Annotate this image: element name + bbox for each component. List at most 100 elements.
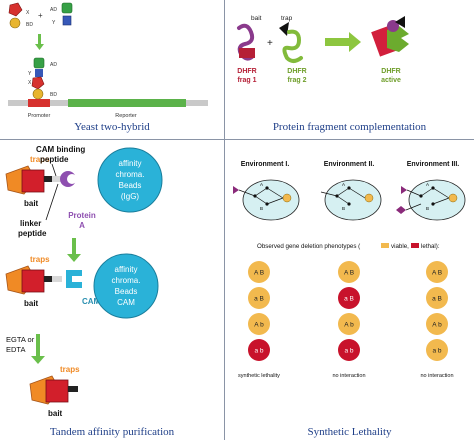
svg-text:Beads: Beads [119, 181, 142, 190]
svg-text:traps: traps [60, 365, 80, 374]
env3-cell-label-3: a b [432, 348, 441, 355]
svg-text:CAM: CAM [117, 298, 135, 307]
legend-viable-swatch [381, 243, 389, 248]
env3-cell-3-viable [426, 339, 448, 361]
bd-label: BD [26, 22, 33, 28]
tap-complex-1 [5, 165, 77, 195]
env1-cell-0-viable [248, 261, 270, 283]
reporter-region [68, 99, 186, 107]
env3-cell-2-viable [426, 313, 448, 335]
env3-result: no interaction [420, 373, 453, 379]
affinity-bead-cam [93, 253, 159, 319]
env2-cell-0-viable [338, 261, 360, 283]
env1-cell-2-viable [248, 313, 270, 335]
trap-label: trap [281, 15, 293, 22]
phenotype-cells: A Ba BA ba bA Ba BA ba bA Ba BA ba b [248, 261, 448, 361]
arrow-down-icon [67, 254, 81, 262]
bait-label-1: bait [24, 199, 39, 208]
traps-label-1: traps [30, 155, 50, 164]
env2-cell-label-3: a b [344, 348, 353, 355]
svg-text:affinity: affinity [119, 159, 142, 168]
env1-cell-label-1: a B [254, 296, 264, 303]
cam-binding-label: CAM binding [36, 145, 85, 154]
env3-cell-0-viable [426, 261, 448, 283]
y-label: Y [52, 20, 56, 26]
env3-pathway: AB [396, 179, 466, 221]
env3-cell-label-2: A b [432, 322, 442, 329]
ad-y-fusion: AD Y [50, 2, 73, 26]
svg-text:B: B [342, 206, 345, 211]
svg-text:AD: AD [50, 62, 57, 68]
x-label: X [26, 10, 30, 16]
yeast-two-hybrid-diagram: X BD + AD Y AD Y X BD Promoter Reporter [8, 2, 208, 119]
promoter-region [28, 99, 50, 107]
legend-lethal-swatch [411, 243, 419, 248]
caption-pfc: Protein fragment complementation [272, 121, 427, 133]
cam-label: CAM [82, 297, 101, 306]
env2-pathway: AB [320, 179, 382, 221]
phenotype-legend-text: Observed gene deletion phenotypes ( [257, 243, 361, 250]
tap-complex-3 [29, 375, 78, 405]
svg-text:X: X [28, 80, 32, 86]
tap-complex-2 [5, 265, 82, 295]
svg-text:A: A [79, 221, 85, 230]
svg-text:DHFR: DHFR [237, 68, 256, 75]
svg-text:lethal):: lethal): [421, 243, 440, 250]
linker-peptide-label: linker [20, 219, 41, 228]
caption-tap: Tandem affinity purification [49, 426, 175, 438]
svg-text:chroma.: chroma. [116, 170, 145, 179]
svg-text:A: A [260, 182, 263, 187]
svg-text:bait: bait [24, 299, 39, 308]
assembled-complex: AD Y X BD [28, 57, 57, 100]
arrow-down-icon [35, 44, 44, 50]
dhfr-active-complex [371, 16, 409, 57]
svg-text:Y: Y [28, 71, 32, 77]
svg-text:traps: traps [30, 255, 50, 264]
env1-result: synthetic lethality [238, 373, 280, 379]
reporter-label: Reporter [115, 113, 137, 119]
env1-cell-1-viable [248, 287, 270, 309]
svg-text:viable,: viable, [391, 243, 409, 250]
svg-text:B: B [426, 206, 429, 211]
env1-pathway: AB [233, 179, 300, 221]
env2-cell-label-0: A B [344, 270, 354, 277]
env2-cell-2-viable [338, 313, 360, 335]
env3-cell-1-viable [426, 287, 448, 309]
svg-text:affinity: affinity [115, 265, 138, 274]
vertical-divider [224, 0, 225, 440]
svg-text:A: A [342, 182, 345, 187]
trap-triangle-icon [279, 22, 289, 36]
caption-yeast-two-hybrid: Yeast two-hybrid [74, 121, 150, 133]
bait-label: bait [251, 15, 262, 22]
affinity-bead-igg [97, 147, 163, 213]
svg-text:BD: BD [50, 92, 57, 98]
env2-result: no interaction [332, 373, 365, 379]
arrow-down-icon [31, 356, 45, 364]
env2-title: Environment II. [324, 161, 375, 168]
x-bd-fusion: X BD [8, 2, 33, 29]
env1-cell-label-0: A B [254, 270, 264, 277]
svg-text:active: active [381, 77, 401, 84]
horizontal-divider [0, 139, 474, 140]
svg-text:B: B [260, 206, 263, 211]
tap-diagram: traps bait CAM binding peptide linker pe… [5, 145, 163, 418]
caption-synthetic-lethality: Synthetic Lethality [307, 426, 392, 438]
env1-cell-3-lethal [248, 339, 270, 361]
svg-text:EDTA: EDTA [6, 345, 25, 354]
arrow-right-icon [349, 32, 361, 52]
svg-text:peptide: peptide [40, 155, 69, 164]
egta-label: EGTA or [6, 335, 35, 344]
svg-text:chroma.: chroma. [112, 276, 141, 285]
env2-cell-label-2: A b [344, 322, 354, 329]
synthetic-lethality-diagram: Environment I. Environment II. Environme… [233, 161, 466, 379]
env3-title: Environment III. [407, 161, 460, 168]
svg-text:DHFR: DHFR [287, 68, 306, 75]
env2-cell-label-1: a B [344, 296, 354, 303]
pfc-diagram: bait trap + DHFR frag 1 DHFR frag 2 DHFR… [237, 15, 409, 84]
env3-cell-label-0: A B [432, 270, 442, 277]
svg-text:peptide: peptide [18, 229, 47, 238]
svg-text:(IgG): (IgG) [121, 192, 140, 201]
env1-cell-label-2: A b [254, 322, 264, 329]
svg-text:frag 1: frag 1 [237, 77, 256, 84]
protein-a-label: Protein [68, 211, 96, 220]
